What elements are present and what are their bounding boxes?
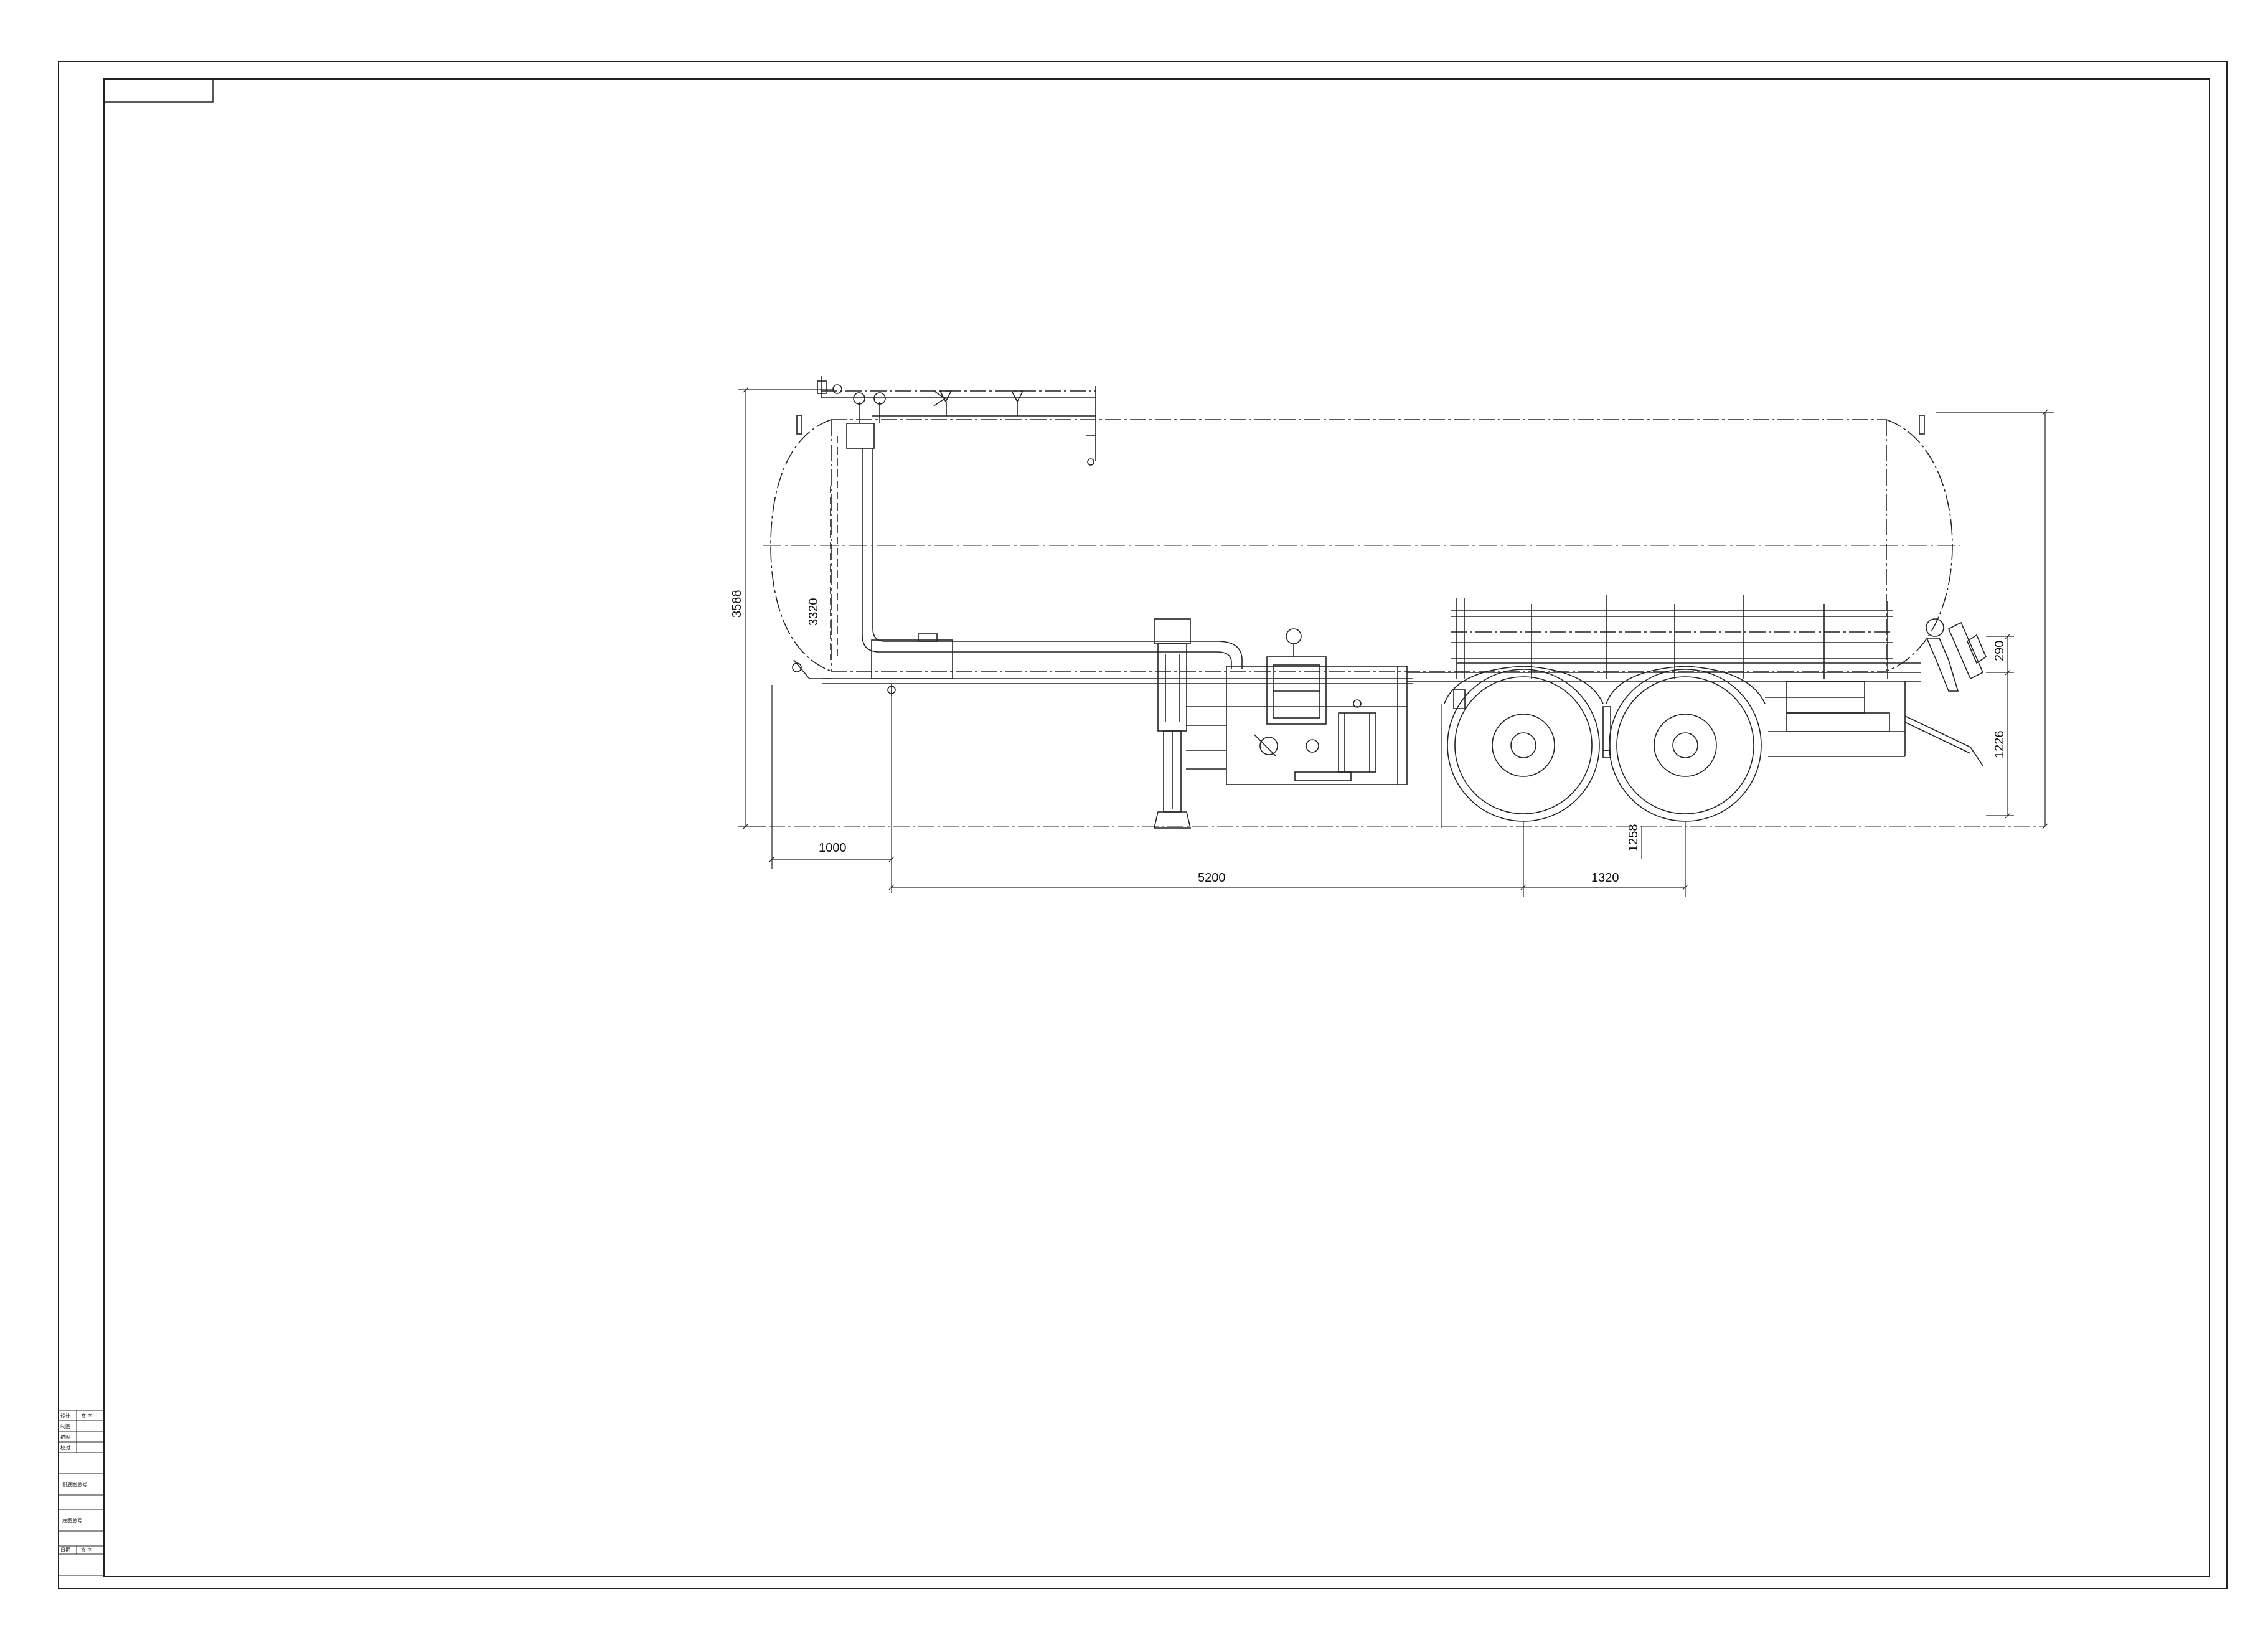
dim-wheel-height: 1258: [1627, 824, 1640, 852]
dim-290: 290: [1993, 641, 2007, 661]
tb-date-sign: 签 字: [81, 1547, 92, 1553]
tb-row-design-label: 设计: [60, 1413, 70, 1419]
drawing-code-box: [103, 78, 214, 103]
sheet-frame: [58, 61, 2228, 1589]
landing-gear: [1153, 618, 1192, 829]
dim-overall-height: 3588: [730, 590, 744, 618]
pump-module: [1186, 628, 1408, 785]
dimension-lines: [738, 387, 2054, 897]
title-block-text: 设计 签 字 制图 描图 校对 旧底图总号 底图总号 日期 签 字: [60, 1413, 92, 1553]
dim-kingpin-to-axle: 5200: [1198, 871, 1226, 885]
tb-old-drawing-no: 旧底图总号: [62, 1481, 87, 1487]
dim-kingpin-offset: 1000: [819, 841, 847, 855]
rear-valves: [1904, 618, 1987, 766]
dimension-labels: 3588 3320 290 1226 1258 1000 5200 1320: [730, 590, 2007, 885]
dim-tank-height: 3320: [807, 598, 821, 626]
title-block: [58, 1410, 105, 1576]
tank-trailer-elevation: [744, 376, 2045, 829]
tb-row-design-sign: 签 字: [81, 1413, 92, 1419]
chassis-frame: [1407, 595, 1921, 758]
discharge-pipe: [830, 436, 1243, 669]
dim-deck-height: 1226: [1993, 731, 2007, 759]
tb-date-label: 日期: [60, 1547, 70, 1553]
dim-axle-spacing: 1320: [1591, 871, 1619, 885]
tb-row-check-label: 校对: [60, 1444, 70, 1451]
tb-row-trace-label: 描图: [60, 1434, 70, 1440]
top-piping: [796, 376, 1925, 466]
tb-row-draw-label: 制图: [60, 1423, 70, 1430]
tb-base-drawing-no: 底图总号: [62, 1517, 82, 1524]
rear-wheels: [1444, 666, 1766, 822]
